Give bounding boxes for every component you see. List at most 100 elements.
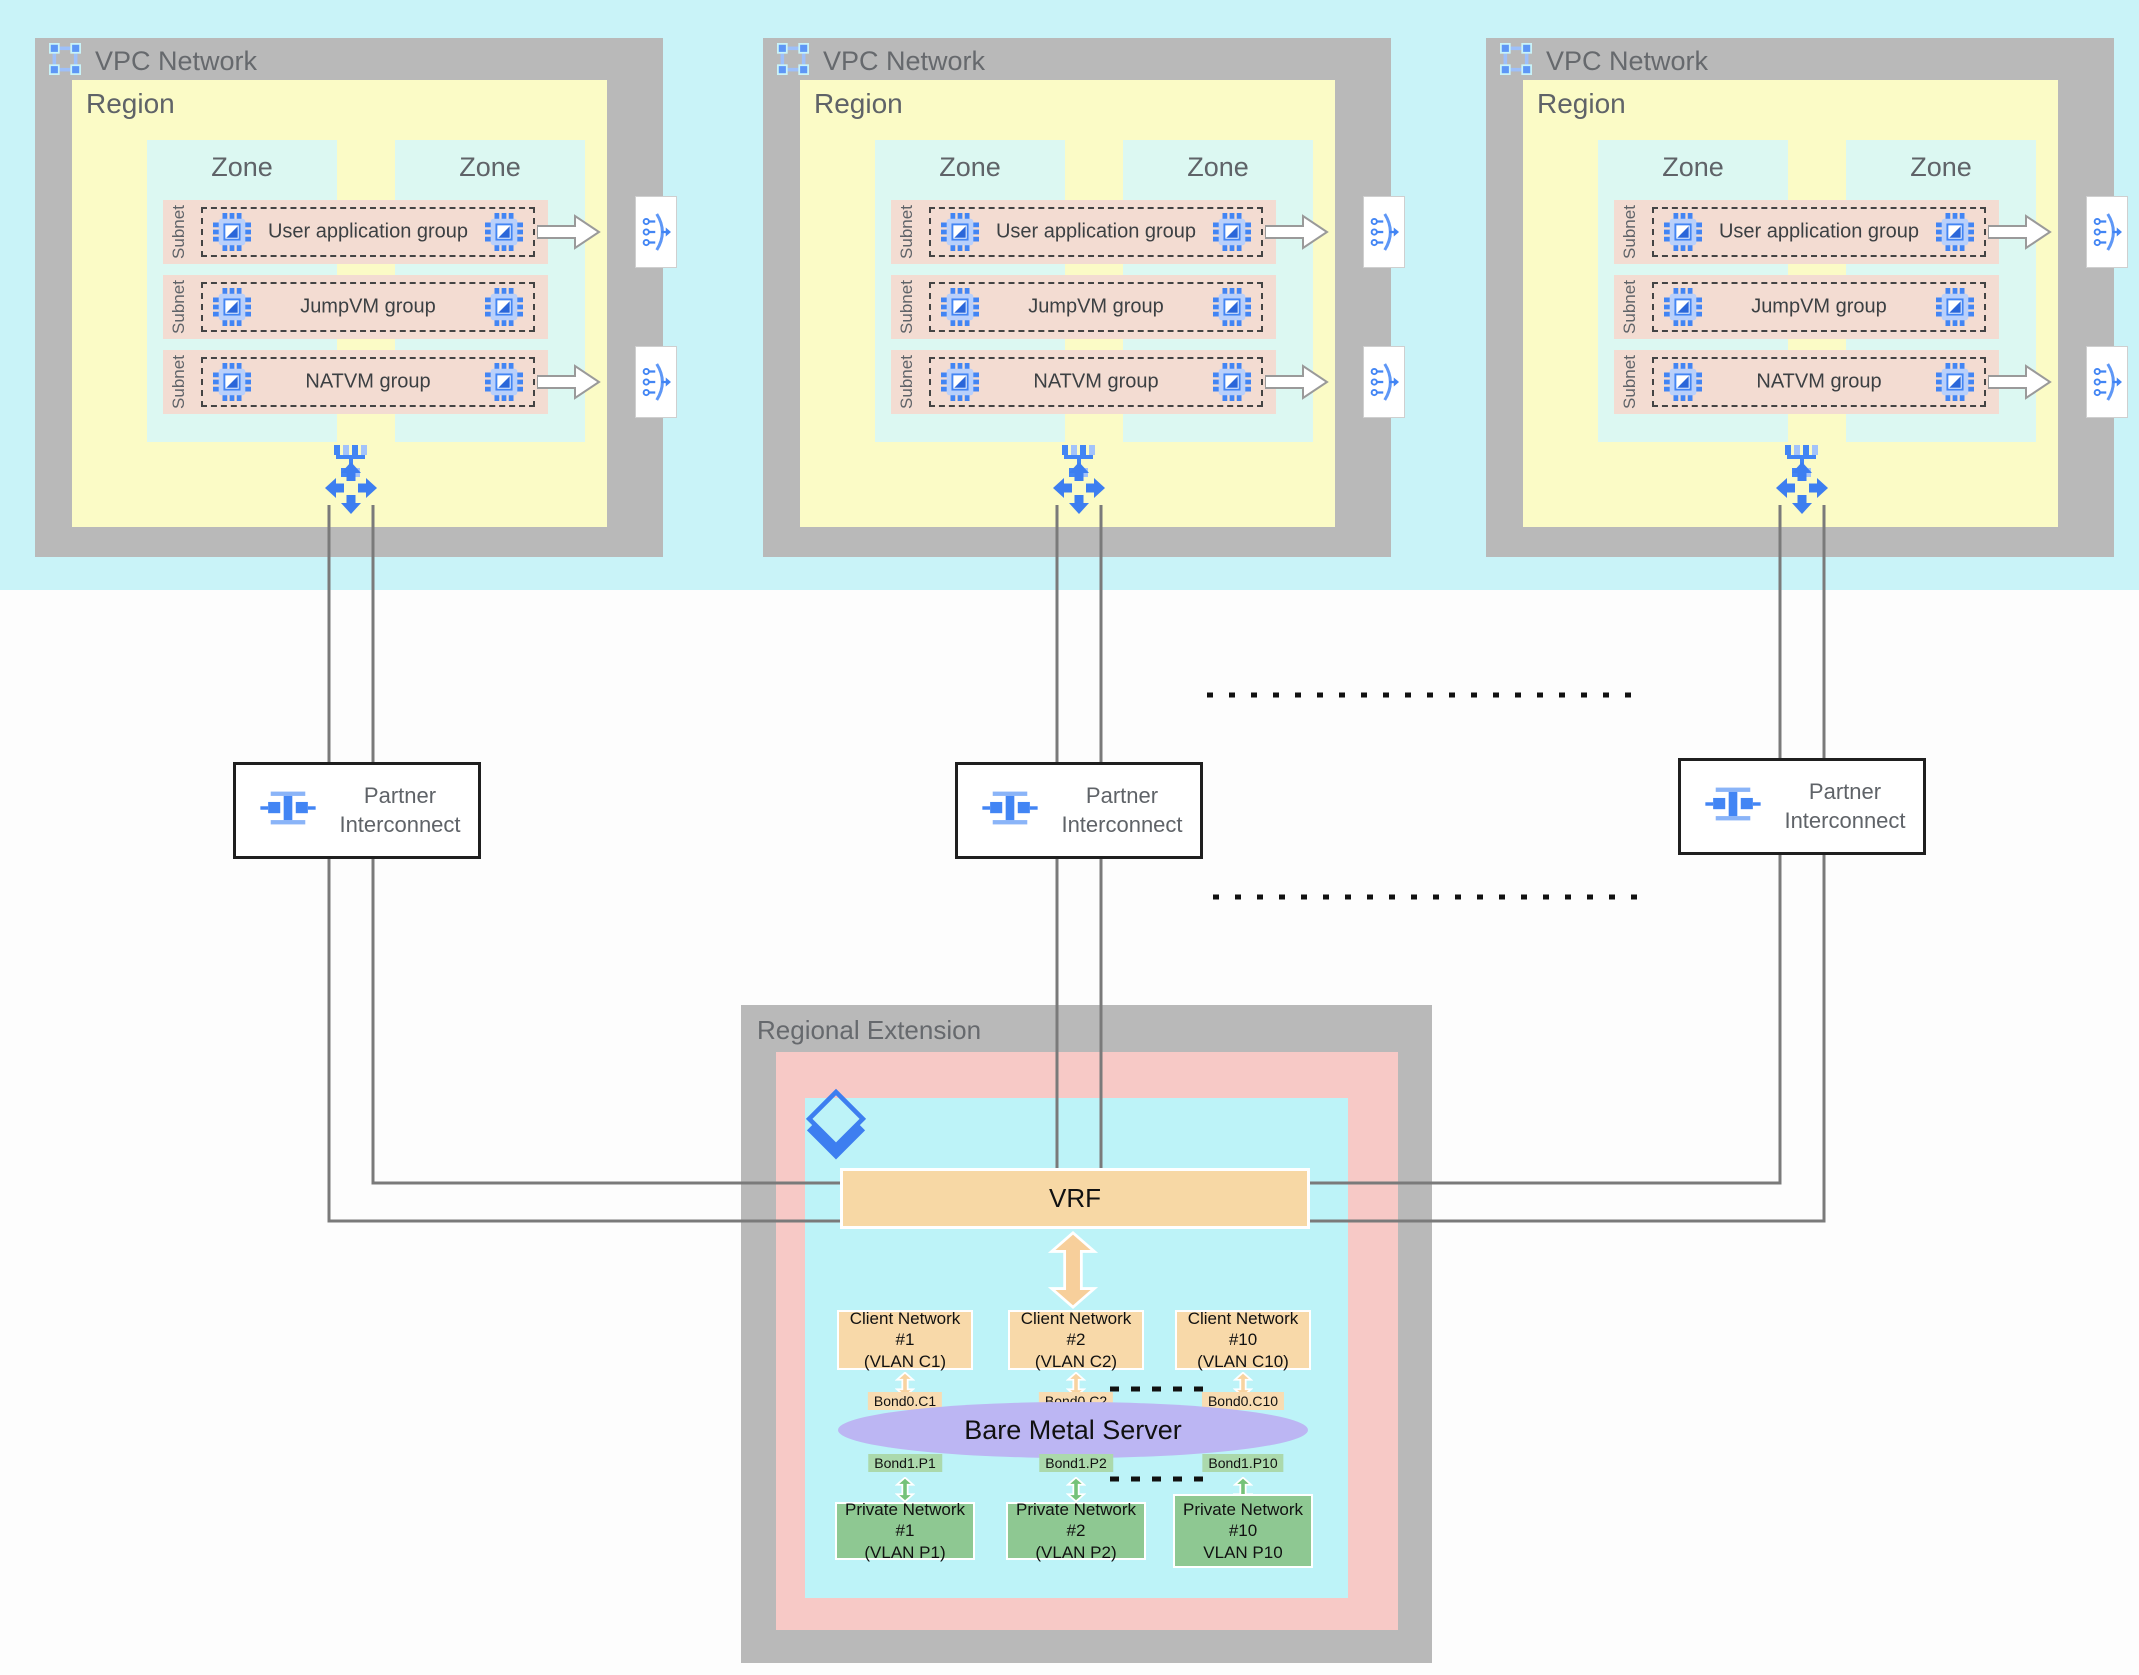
vpc-network-icon	[49, 42, 81, 80]
vpc-network-icon	[1500, 42, 1532, 80]
vm-group-label: JumpVM group	[300, 295, 436, 318]
load-balancer-icon	[2086, 346, 2128, 418]
bond-interface-label: Bond0.C1	[867, 1392, 943, 1410]
vrf-double-arrow-icon	[1040, 1231, 1106, 1309]
vm-chip-icon	[1213, 213, 1251, 251]
subnet-row: Subnet JumpVM group	[1614, 275, 1999, 339]
private-network-box: Private Network #2(VLAN P2)	[1006, 1500, 1146, 1562]
vm-chip-icon	[1213, 288, 1251, 326]
vm-group-label: User application group	[267, 220, 469, 243]
region-title: Region	[86, 88, 175, 119]
vm-group-label: JumpVM group	[1028, 295, 1164, 318]
zone-title: Zone	[459, 152, 521, 182]
partner-interconnect-icon	[1705, 785, 1761, 828]
vm-chip-icon	[941, 363, 979, 401]
vm-group-user-application: User application group	[929, 207, 1263, 257]
vm-chip-icon	[1936, 288, 1974, 326]
to-load-balancer-arrow	[1987, 214, 2052, 250]
vm-chip-icon	[1664, 213, 1702, 251]
region-box: Region Zone Zone Subnet User application…	[72, 80, 607, 527]
subnet-row: Subnet User application group	[1614, 200, 1999, 264]
vm-chip-icon	[1936, 363, 1974, 401]
client-network-box: Client Network #1(VLAN C1)	[837, 1309, 973, 1371]
vm-chip-icon	[485, 213, 523, 251]
four-way-arrows-icon	[1776, 462, 1828, 514]
private-double-arrow-icon	[894, 1476, 916, 1503]
bond-interface-label: Bond0.C10	[1201, 1392, 1285, 1410]
vpc-header: VPC Network	[1500, 42, 1709, 80]
subnet-row: Subnet NATVM group	[891, 350, 1276, 414]
bare-metal-server: Bare Metal Server	[838, 1402, 1308, 1458]
subnet-row: Subnet JumpVM group	[163, 275, 548, 339]
vpc-network-title: VPC Network	[1546, 45, 1709, 76]
vm-group-natvm: NATVM group	[1652, 357, 1986, 407]
subnet-row: Subnet NATVM group	[163, 350, 548, 414]
vm-group-user-application: User application group	[201, 207, 535, 257]
load-balancer-icon	[635, 346, 677, 418]
four-way-arrows-icon	[325, 462, 377, 514]
vm-group-label: NATVM group	[1756, 370, 1882, 393]
vm-group-label: User application group	[1718, 220, 1920, 243]
vm-group-natvm: NATVM group	[929, 357, 1263, 407]
vm-group-label: NATVM group	[305, 370, 431, 393]
private-double-arrow-icon	[1065, 1476, 1087, 1503]
vm-group-jumpvm: JumpVM group	[1652, 282, 1986, 332]
bond-interface-label: Bond1.P2	[1039, 1454, 1113, 1472]
vm-chip-icon	[485, 363, 523, 401]
load-balancer-icon	[635, 196, 677, 268]
vm-group-jumpvm: JumpVM group	[929, 282, 1263, 332]
vm-group-label: User application group	[995, 220, 1197, 243]
client-network-box: Client Network #2(VLAN C2)	[1008, 1309, 1144, 1371]
zone-title: Zone	[1662, 152, 1724, 182]
vrf-box: VRF	[840, 1168, 1310, 1229]
zone-title: Zone	[1910, 152, 1972, 182]
vpc-network-icon	[777, 42, 809, 80]
partner-interconnect-icon	[260, 789, 316, 832]
vm-chip-icon	[485, 288, 523, 326]
vm-chip-icon	[1664, 363, 1702, 401]
vpc-network-title: VPC Network	[823, 45, 986, 76]
vpc-header: VPC Network	[777, 42, 986, 80]
four-way-arrows-icon	[1053, 462, 1105, 514]
bond-interface-label: Bond1.P10	[1202, 1454, 1284, 1472]
vm-chip-icon	[1664, 288, 1702, 326]
regional-extension-title: Regional Extension	[757, 1015, 982, 1045]
layers-stack-icon	[803, 1088, 869, 1160]
to-load-balancer-arrow	[536, 214, 601, 250]
vm-chip-icon	[213, 213, 251, 251]
vm-group-natvm: NATVM group	[201, 357, 535, 407]
client-network-box: Client Network #10(VLAN C10)	[1175, 1309, 1311, 1371]
subnet-row: Subnet User application group	[163, 200, 548, 264]
vm-group-label: NATVM group	[1033, 370, 1159, 393]
zone-title: Zone	[1187, 152, 1249, 182]
subnet-row: Subnet JumpVM group	[891, 275, 1276, 339]
vm-chip-icon	[941, 288, 979, 326]
vm-group-user-application: User application group	[1652, 207, 1986, 257]
vm-chip-icon	[1213, 363, 1251, 401]
vm-chip-icon	[213, 288, 251, 326]
vpc-network-block: VPC Network Region Zone Zone Subnet User…	[35, 38, 677, 557]
bond-interface-label: Bond1.P1	[868, 1454, 942, 1472]
vm-chip-icon	[941, 213, 979, 251]
to-load-balancer-arrow	[1264, 364, 1329, 400]
partner-interconnect-icon	[982, 789, 1038, 832]
vpc-header: VPC Network	[49, 42, 258, 80]
private-network-box: Private Network #1(VLAN P1)	[835, 1500, 975, 1562]
vm-chip-icon	[1936, 213, 1974, 251]
vpc-network-block: VPC Network Region Zone Zone Subnet User…	[763, 38, 1405, 557]
to-load-balancer-arrow	[536, 364, 601, 400]
vpc-network-title: VPC Network	[95, 45, 258, 76]
to-load-balancer-arrow	[1264, 214, 1329, 250]
to-load-balancer-arrow	[1987, 364, 2052, 400]
region-title: Region	[814, 88, 903, 119]
subnet-row: Subnet User application group	[891, 200, 1276, 264]
vm-chip-icon	[213, 363, 251, 401]
vm-group-jumpvm: JumpVM group	[201, 282, 535, 332]
load-balancer-icon	[2086, 196, 2128, 268]
